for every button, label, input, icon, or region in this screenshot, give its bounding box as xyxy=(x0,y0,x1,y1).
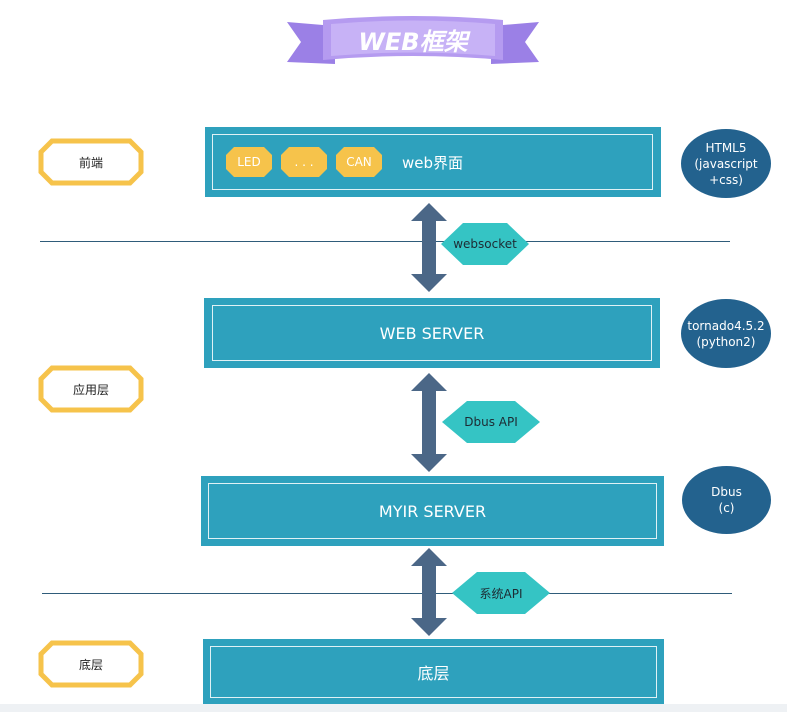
layer-separator xyxy=(42,593,732,594)
link-diamond-dbus-api: Dbus API xyxy=(442,401,540,443)
myir-server-label: MYIR SERVER xyxy=(208,483,657,539)
web-server-label: WEB SERVER xyxy=(212,305,652,361)
tech-ellipse-tornado: tornado4.5.2 (python2) xyxy=(681,299,771,368)
link-label: 系统API xyxy=(479,586,523,601)
title-banner: WEB框架 xyxy=(283,14,543,72)
bottom-label: 底层 xyxy=(210,646,657,698)
page-title: WEB框架 xyxy=(358,28,470,56)
tech-ellipse-dbus: Dbus (c) xyxy=(682,466,771,534)
tech-ellipse-html5: HTML5 (javascript +css) xyxy=(681,129,771,198)
chip-can: CAN xyxy=(336,147,382,177)
link-diamond-system-api: 系统API xyxy=(452,572,550,614)
web-server-box: WEB SERVER xyxy=(204,298,660,368)
layer-label: 应用层 xyxy=(72,382,109,397)
layer-label: 前端 xyxy=(78,155,103,170)
double-arrow xyxy=(410,203,448,292)
link-diamond-websocket: websocket xyxy=(441,223,529,265)
layer-separator xyxy=(40,241,730,242)
layer-badge-frontend: 前端 xyxy=(38,138,144,186)
layer-badge-application: 应用层 xyxy=(38,365,144,413)
web-ui-label: web界面 xyxy=(402,153,464,172)
link-label: websocket xyxy=(453,237,517,251)
chip-ellipsis: . . . xyxy=(281,147,327,177)
myir-server-box: MYIR SERVER xyxy=(201,476,664,546)
double-arrow xyxy=(410,548,448,636)
bottom-strip xyxy=(0,704,787,712)
layer-label: 底层 xyxy=(78,657,103,672)
frontend-box: LED . . . CAN web界面 xyxy=(205,127,661,197)
link-label: Dbus API xyxy=(464,415,518,429)
layer-badge-bottom: 底层 xyxy=(38,640,144,688)
bottom-box: 底层 xyxy=(203,639,664,705)
chip-led: LED xyxy=(226,147,272,177)
double-arrow xyxy=(410,373,448,472)
